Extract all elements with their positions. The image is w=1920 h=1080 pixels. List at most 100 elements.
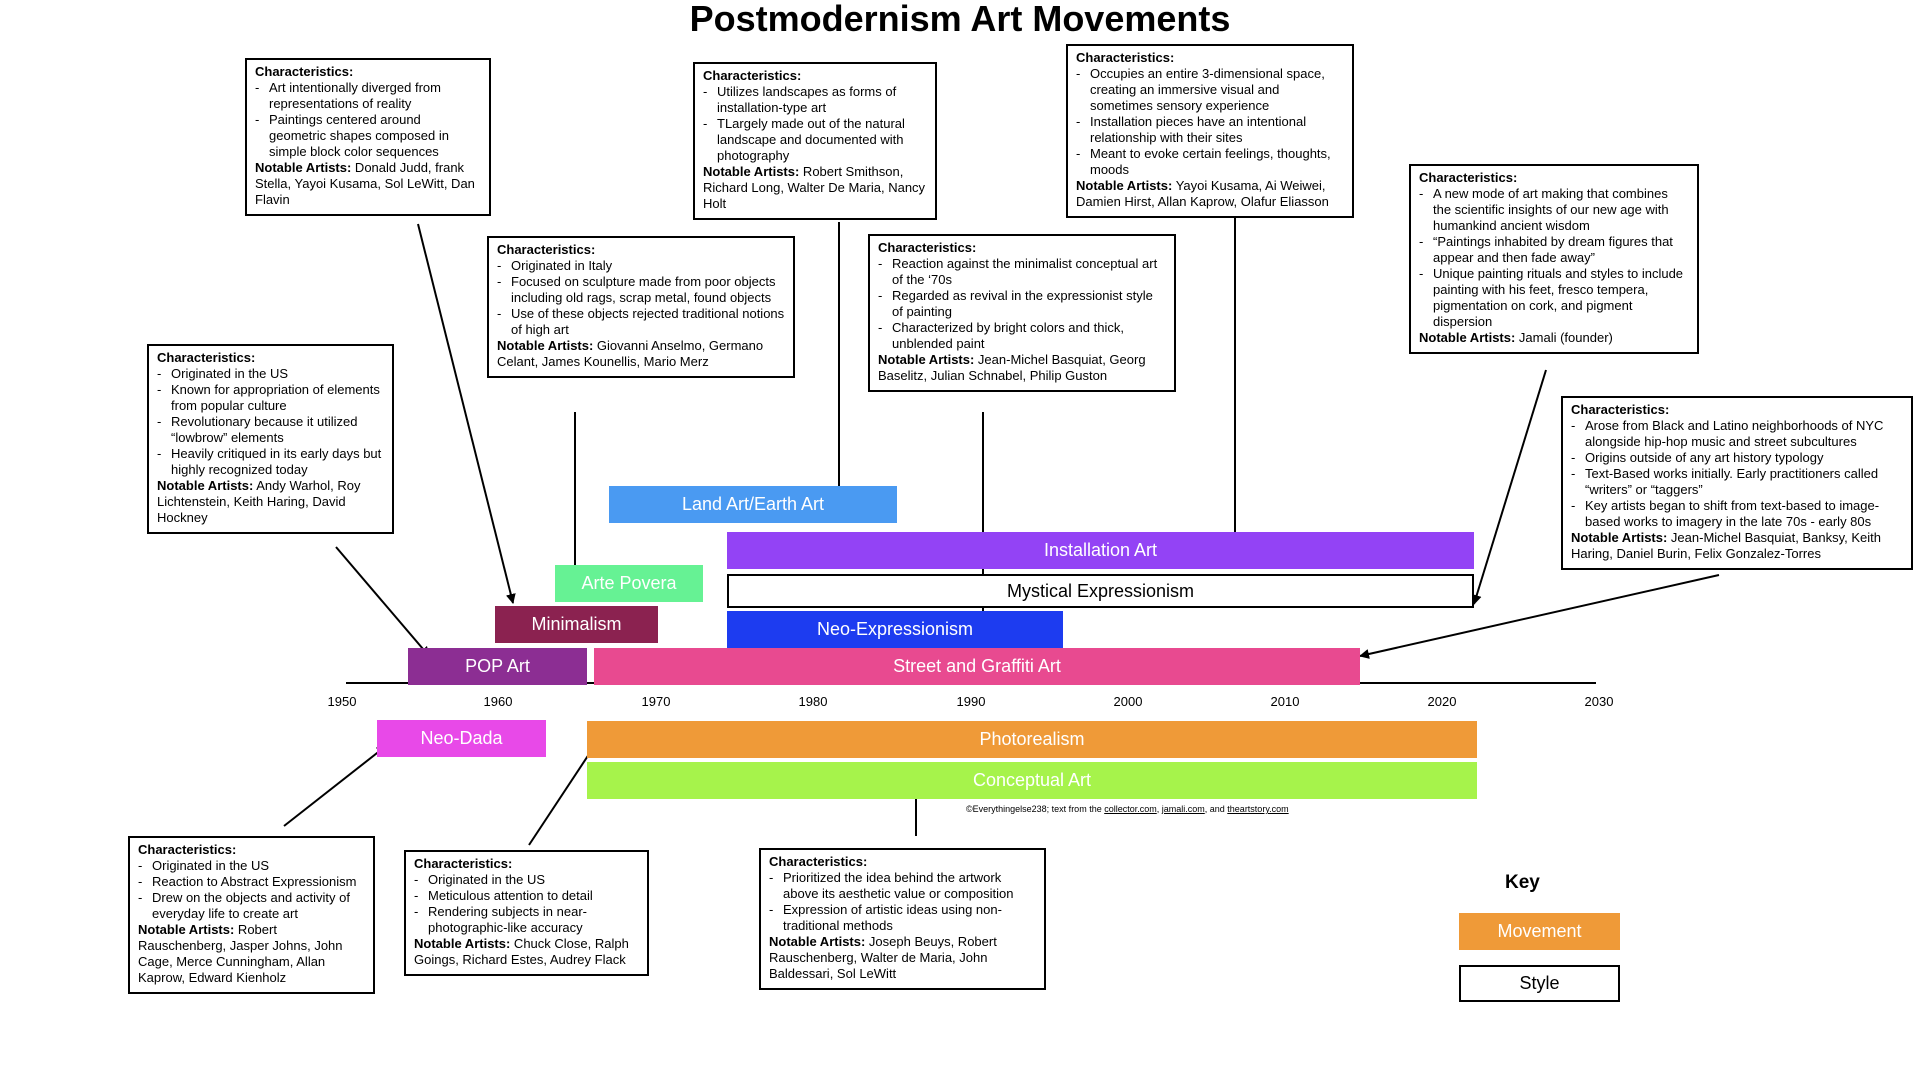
arrow-pop-art	[335, 546, 430, 657]
characteristics-list: Originated in the US Known for appropria…	[157, 366, 384, 478]
box-heading: Characteristics:	[255, 64, 354, 79]
list-item: “Paintings inhabited by dream figures th…	[1419, 234, 1689, 266]
info-box-arte-povera: Characteristics: Originated in Italy Foc…	[487, 236, 795, 378]
arrow-neo-dada	[283, 745, 387, 827]
info-box-pop-art: Characteristics: Originated in the US Kn…	[147, 344, 394, 534]
credit-separator: , and	[1204, 804, 1228, 814]
credit-separator: ,	[1156, 804, 1162, 814]
list-item: Reaction against the minimalist conceptu…	[878, 256, 1166, 288]
arrow-minimalism	[417, 223, 516, 604]
characteristics-list: Prioritized the idea behind the artwork …	[769, 870, 1036, 934]
info-box-installation-art: Characteristics: Occupies an entire 3-di…	[1066, 44, 1354, 218]
info-box-street-graffiti: Characteristics: Arose from Black and La…	[1561, 396, 1913, 570]
tick-label: 1980	[798, 694, 828, 709]
list-item: TLargely made out of the natural landsca…	[703, 116, 927, 164]
list-item: Drew on the objects and activity of ever…	[138, 890, 365, 922]
characteristics-list: Arose from Black and Latino neighborhood…	[1571, 418, 1903, 530]
list-item: Unique painting rituals and styles to in…	[1419, 266, 1689, 330]
box-heading: Characteristics:	[1571, 402, 1670, 417]
box-heading: Characteristics:	[414, 856, 513, 871]
characteristics-list: Art intentionally diverged from represen…	[255, 80, 481, 160]
box-heading: Characteristics:	[1076, 50, 1175, 65]
info-box-land-art: Characteristics: Utilizes landscapes as …	[693, 62, 937, 220]
bar-land-art[interactable]: Land Art/Earth Art	[609, 486, 897, 523]
bar-conceptual-art[interactable]: Conceptual Art	[587, 762, 1477, 799]
notable-artists: Notable Artists: Jean-Michel Basquiat, G…	[878, 352, 1146, 383]
box-heading: Characteristics:	[769, 854, 868, 869]
list-item: Reaction to Abstract Expressionism	[138, 874, 365, 890]
bar-neo-expressionism[interactable]: Neo-Expressionism	[727, 611, 1063, 648]
list-item: Arose from Black and Latino neighborhood…	[1571, 418, 1903, 450]
list-item: Originated in the US	[157, 366, 384, 382]
credit-link[interactable]: collector.com	[1104, 804, 1157, 814]
arrow-street-graffiti	[1359, 574, 1720, 659]
list-item: Heavily critiqued in its early days but …	[157, 446, 384, 478]
info-box-photorealism: Characteristics: Originated in the US Me…	[404, 850, 649, 976]
list-item: Regarded as revival in the expressionist…	[878, 288, 1166, 320]
list-item: Key artists began to shift from text-bas…	[1571, 498, 1903, 530]
characteristics-list: Originated in the US Meticulous attentio…	[414, 872, 639, 936]
tick-label: 1990	[956, 694, 986, 709]
bar-installation-art[interactable]: Installation Art	[727, 532, 1474, 569]
page-title: Postmodernism Art Movements	[689, 0, 1231, 39]
list-item: Use of these objects rejected traditiona…	[497, 306, 785, 338]
notable-artists: Notable Artists: Yayoi Kusama, Ai Weiwei…	[1076, 178, 1329, 209]
list-item: Revolutionary because it utilized “lowbr…	[157, 414, 384, 446]
notable-artists: Notable Artists: Joseph Beuys, Robert Ra…	[769, 934, 997, 981]
tick-label: 2000	[1113, 694, 1143, 709]
box-heading: Characteristics:	[138, 842, 237, 857]
credit-line: ©Everythingelse238; text from the collec…	[966, 804, 1289, 814]
bar-neo-dada[interactable]: Neo-Dada	[377, 720, 546, 757]
bar-street-graffiti[interactable]: Street and Graffiti Art	[594, 648, 1360, 685]
arrow-mystical-expressionism	[1471, 369, 1547, 605]
credit-link[interactable]: theartstory.com	[1227, 804, 1289, 814]
tick-label: 2020	[1427, 694, 1457, 709]
list-item: Utilizes landscapes as forms of installa…	[703, 84, 927, 116]
box-heading: Characteristics:	[878, 240, 977, 255]
list-item: Occupies an entire 3-dimensional space, …	[1076, 66, 1344, 114]
tick-label: 2010	[1270, 694, 1300, 709]
list-item: Meant to evoke certain feelings, thought…	[1076, 146, 1344, 178]
list-item: Text-Based works initially. Early practi…	[1571, 466, 1903, 498]
characteristics-list: Utilizes landscapes as forms of installa…	[703, 84, 927, 164]
box-heading: Characteristics:	[497, 242, 596, 257]
characteristics-list: Originated in the US Reaction to Abstrac…	[138, 858, 365, 922]
credit-link[interactable]: jamali.com	[1161, 804, 1205, 814]
info-box-mystical-expressionism: Characteristics: A new mode of art makin…	[1409, 164, 1699, 354]
bar-arte-povera[interactable]: Arte Povera	[555, 565, 703, 602]
list-item: Originated in the US	[414, 872, 639, 888]
key-style: Style	[1459, 965, 1620, 1002]
notable-artists: Notable Artists: Chuck Close, Ralph Goin…	[414, 936, 629, 967]
info-box-conceptual-art: Characteristics: Prioritized the idea be…	[759, 848, 1046, 990]
list-item: Rendering subjects in near-photographic-…	[414, 904, 639, 936]
notable-artists: Notable Artists: Andy Warhol, Roy Lichte…	[157, 478, 361, 525]
list-item: Origins outside of any art history typol…	[1571, 450, 1903, 466]
list-item: Focused on sculpture made from poor obje…	[497, 274, 785, 306]
key-title: Key	[1505, 872, 1540, 893]
key-movement: Movement	[1459, 913, 1620, 950]
credit-prefix: ©Everythingelse238; text from the	[966, 804, 1105, 814]
list-item: Paintings centered around geometric shap…	[255, 112, 481, 160]
characteristics-list: A new mode of art making that combines t…	[1419, 186, 1689, 330]
bar-photorealism[interactable]: Photorealism	[587, 721, 1477, 758]
list-item: Characterized by bright colors and thick…	[878, 320, 1166, 352]
notable-artists: Notable Artists: Robert Rauschenberg, Ja…	[138, 922, 343, 985]
bar-mystical-expressionism[interactable]: Mystical Expressionism	[727, 574, 1474, 608]
list-item: Prioritized the idea behind the artwork …	[769, 870, 1036, 902]
list-item: A new mode of art making that combines t…	[1419, 186, 1689, 234]
list-item: Art intentionally diverged from represen…	[255, 80, 481, 112]
characteristics-list: Occupies an entire 3-dimensional space, …	[1076, 66, 1344, 178]
info-box-minimalism: Characteristics: Art intentionally diver…	[245, 58, 491, 216]
bar-pop-art[interactable]: POP Art	[408, 648, 587, 685]
list-item: Known for appropriation of elements from…	[157, 382, 384, 414]
box-heading: Characteristics:	[703, 68, 802, 83]
bar-minimalism[interactable]: Minimalism	[495, 606, 658, 643]
characteristics-list: Originated in Italy Focused on sculpture…	[497, 258, 785, 338]
notable-artists: Notable Artists: Robert Smithson, Richar…	[703, 164, 926, 211]
tick-label: 1960	[483, 694, 513, 709]
list-item: Installation pieces have an intentional …	[1076, 114, 1344, 146]
info-box-neo-expressionism: Characteristics: Reaction against the mi…	[868, 234, 1176, 392]
tick-label: 1970	[641, 694, 671, 709]
characteristics-list: Reaction against the minimalist conceptu…	[878, 256, 1166, 352]
list-item: Originated in Italy	[497, 258, 785, 274]
